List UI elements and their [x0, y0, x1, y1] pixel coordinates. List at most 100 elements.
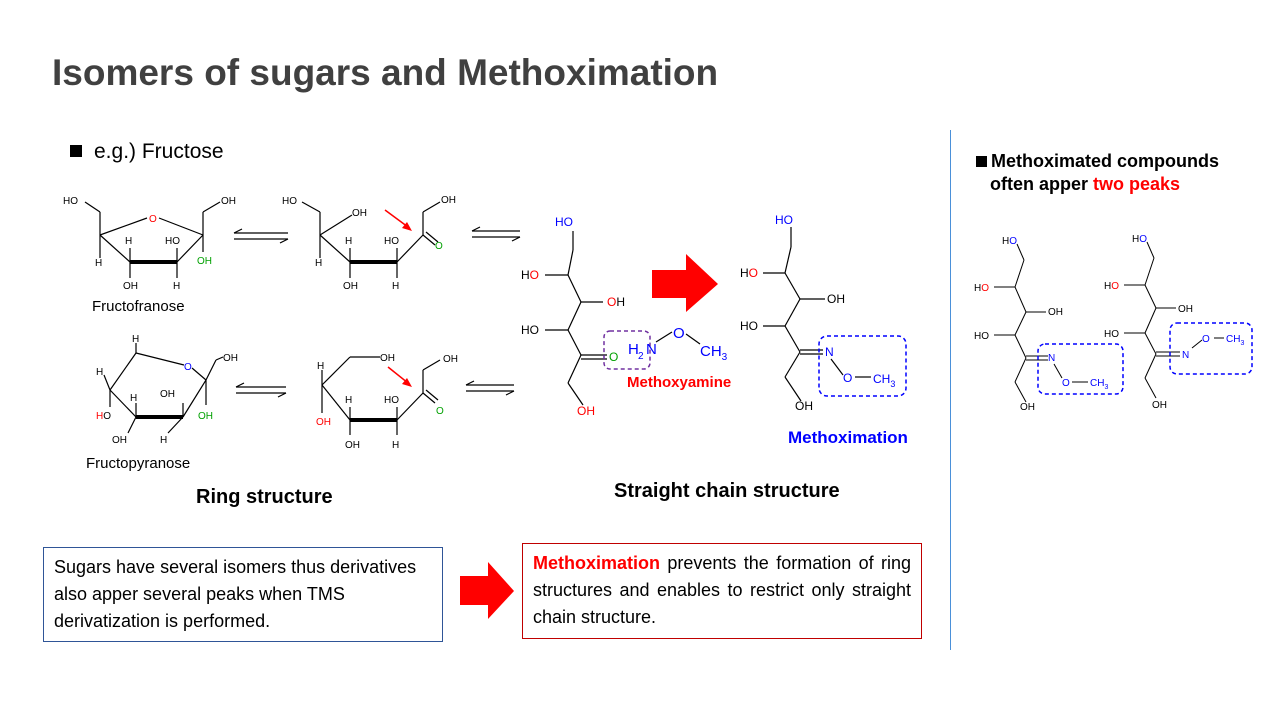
svg-text:OH: OH	[160, 389, 175, 400]
straight-chain-fructose-structure: HO HO OH HO O OH	[521, 215, 625, 418]
svg-text:H: H	[125, 236, 132, 247]
svg-text:OH: OH	[316, 417, 331, 428]
equilibrium-arrow-icon	[233, 228, 289, 244]
svg-text:HO: HO	[1104, 329, 1119, 340]
svg-text:HO: HO	[521, 323, 539, 337]
svg-text:HO: HO	[775, 213, 793, 227]
svg-text:OH: OH	[352, 208, 367, 219]
svg-text:OH: OH	[343, 281, 358, 292]
fructofranose-label: Fructofranose	[92, 298, 185, 315]
svg-text:H: H	[392, 281, 399, 292]
svg-text:HO: HO	[1132, 234, 1147, 245]
svg-text:CH3: CH3	[1090, 378, 1108, 391]
methoxyamine-label: Methoxyamine	[627, 374, 732, 391]
bullet-square-icon	[70, 145, 82, 157]
svg-text:HO: HO	[740, 266, 758, 280]
svg-text:H: H	[345, 236, 352, 247]
svg-text:OH: OH	[443, 354, 458, 365]
svg-text:OH: OH	[1020, 402, 1035, 413]
two-peaks-highlight: two peaks	[1093, 174, 1181, 194]
svg-text:OH: OH	[795, 399, 813, 413]
reaction-arrow-icon	[652, 254, 718, 312]
svg-text:O: O	[843, 371, 852, 385]
methoximation-note-box: Methoximation prevents the formation of …	[522, 543, 922, 639]
fructopyranose-structure: H O OH H H OH HO OH OH H	[96, 334, 238, 446]
svg-text:HO: HO	[1002, 236, 1017, 247]
svg-text:HO: HO	[521, 268, 539, 282]
svg-text:CH3: CH3	[1226, 334, 1244, 347]
section-divider	[950, 130, 951, 650]
fructose-open-ring-structure: HO OH OH H HO H O OH H	[282, 195, 456, 292]
svg-text:OH: OH	[197, 256, 212, 267]
svg-text:OH: OH	[123, 281, 138, 292]
fructopyranose-label: Fructopyranose	[86, 455, 191, 472]
methoximated-product-structure: HO HO OH HO N O CH3 OH	[740, 213, 907, 413]
side-heading-line2: often apper	[990, 174, 1094, 194]
svg-text:O: O	[1202, 334, 1210, 345]
svg-text:HO: HO	[384, 236, 399, 247]
svg-text:N: N	[1182, 350, 1189, 361]
methoximated-isomer-1-structure: HO HO OH HO N O CH3 OH	[974, 236, 1124, 413]
svg-text:H: H	[345, 395, 352, 406]
svg-text:HO: HO	[740, 319, 758, 333]
svg-text:HO: HO	[974, 283, 989, 294]
side-heading-line1: Methoximated compounds	[991, 151, 1220, 171]
svg-text:OH: OH	[1048, 307, 1063, 318]
svg-text:OH: OH	[112, 435, 127, 446]
methoximation-label: Methoximation	[788, 428, 908, 447]
svg-text:OH: OH	[221, 196, 236, 207]
svg-text:O: O	[673, 325, 685, 342]
svg-text:H: H	[130, 393, 137, 404]
svg-text:O: O	[436, 406, 444, 417]
svg-text:HO: HO	[282, 196, 297, 207]
svg-text:N: N	[646, 341, 657, 358]
svg-text:H: H	[173, 281, 180, 292]
svg-text:HO: HO	[96, 411, 111, 422]
equilibrium-arrow-icon	[471, 226, 521, 242]
pyranose-open-structure: OH OH H H HO OH O OH H	[316, 353, 458, 451]
svg-text:H: H	[317, 361, 324, 372]
svg-text:OH: OH	[827, 292, 845, 306]
svg-text:H: H	[628, 341, 639, 358]
svg-text:H: H	[95, 258, 102, 269]
svg-text:OH: OH	[198, 411, 213, 422]
svg-text:H: H	[315, 258, 322, 269]
methoximation-highlight: Methoximation	[533, 553, 661, 573]
svg-text:HO: HO	[1104, 281, 1119, 292]
svg-text:OH: OH	[345, 440, 360, 451]
svg-text:2: 2	[638, 351, 644, 362]
svg-text:H: H	[160, 435, 167, 446]
svg-text:HO: HO	[555, 215, 573, 229]
svg-text:OH: OH	[380, 353, 395, 364]
svg-text:N: N	[1048, 353, 1055, 364]
svg-text:OH: OH	[223, 353, 238, 364]
svg-text:H: H	[392, 440, 399, 451]
ring-structure-label: Ring structure	[196, 486, 333, 508]
methoximated-isomer-2-structure: HO HO OH HO N O CH3 OH	[1104, 234, 1253, 411]
svg-text:OH: OH	[577, 404, 595, 418]
svg-text:HO: HO	[165, 236, 180, 247]
example-bullet: e.g.) Fructose	[70, 140, 224, 164]
svg-text:H: H	[96, 367, 103, 378]
example-label: e.g.) Fructose	[94, 140, 224, 163]
svg-text:OH: OH	[1178, 304, 1193, 315]
bullet-square-icon	[976, 156, 987, 167]
side-heading: Methoximated compounds often apper two p…	[976, 150, 1219, 196]
straight-chain-structure-label: Straight chain structure	[614, 480, 840, 502]
svg-text:CH3: CH3	[700, 343, 728, 363]
isomer-note-box: Sugars have several isomers thus derivat…	[43, 547, 443, 642]
page-title: Isomers of sugars and Methoximation	[52, 52, 719, 93]
fructofuranose-structure: HO O OH H HO H OH OH H	[63, 196, 236, 292]
result-arrow-icon	[460, 562, 514, 619]
svg-text:HO: HO	[384, 395, 399, 406]
svg-text:H: H	[132, 334, 139, 345]
svg-text:O: O	[184, 362, 192, 373]
svg-text:N: N	[825, 345, 834, 359]
svg-text:O: O	[609, 350, 618, 364]
equilibrium-arrow-icon	[465, 380, 515, 396]
svg-text:O: O	[149, 214, 157, 225]
svg-text:OH: OH	[441, 195, 456, 206]
svg-text:HO: HO	[63, 196, 78, 207]
svg-text:CH3: CH3	[873, 372, 895, 389]
